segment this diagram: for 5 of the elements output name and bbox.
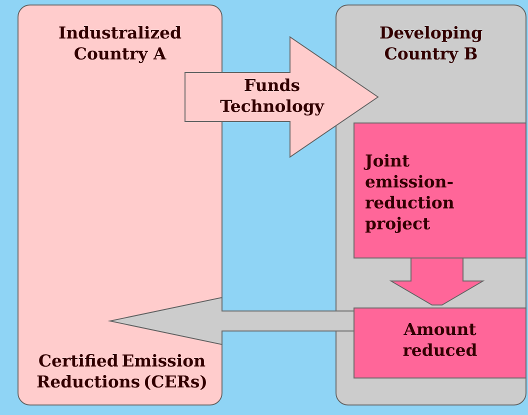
project-box: Amount reduced — [354, 308, 526, 378]
block-arrow — [108, 296, 354, 346]
project-box: Joint emission-reduction project — [354, 122, 526, 258]
block-arrow — [389, 258, 485, 306]
edge-label: Certified Emission Reductions (CERs) — [32, 353, 212, 391]
